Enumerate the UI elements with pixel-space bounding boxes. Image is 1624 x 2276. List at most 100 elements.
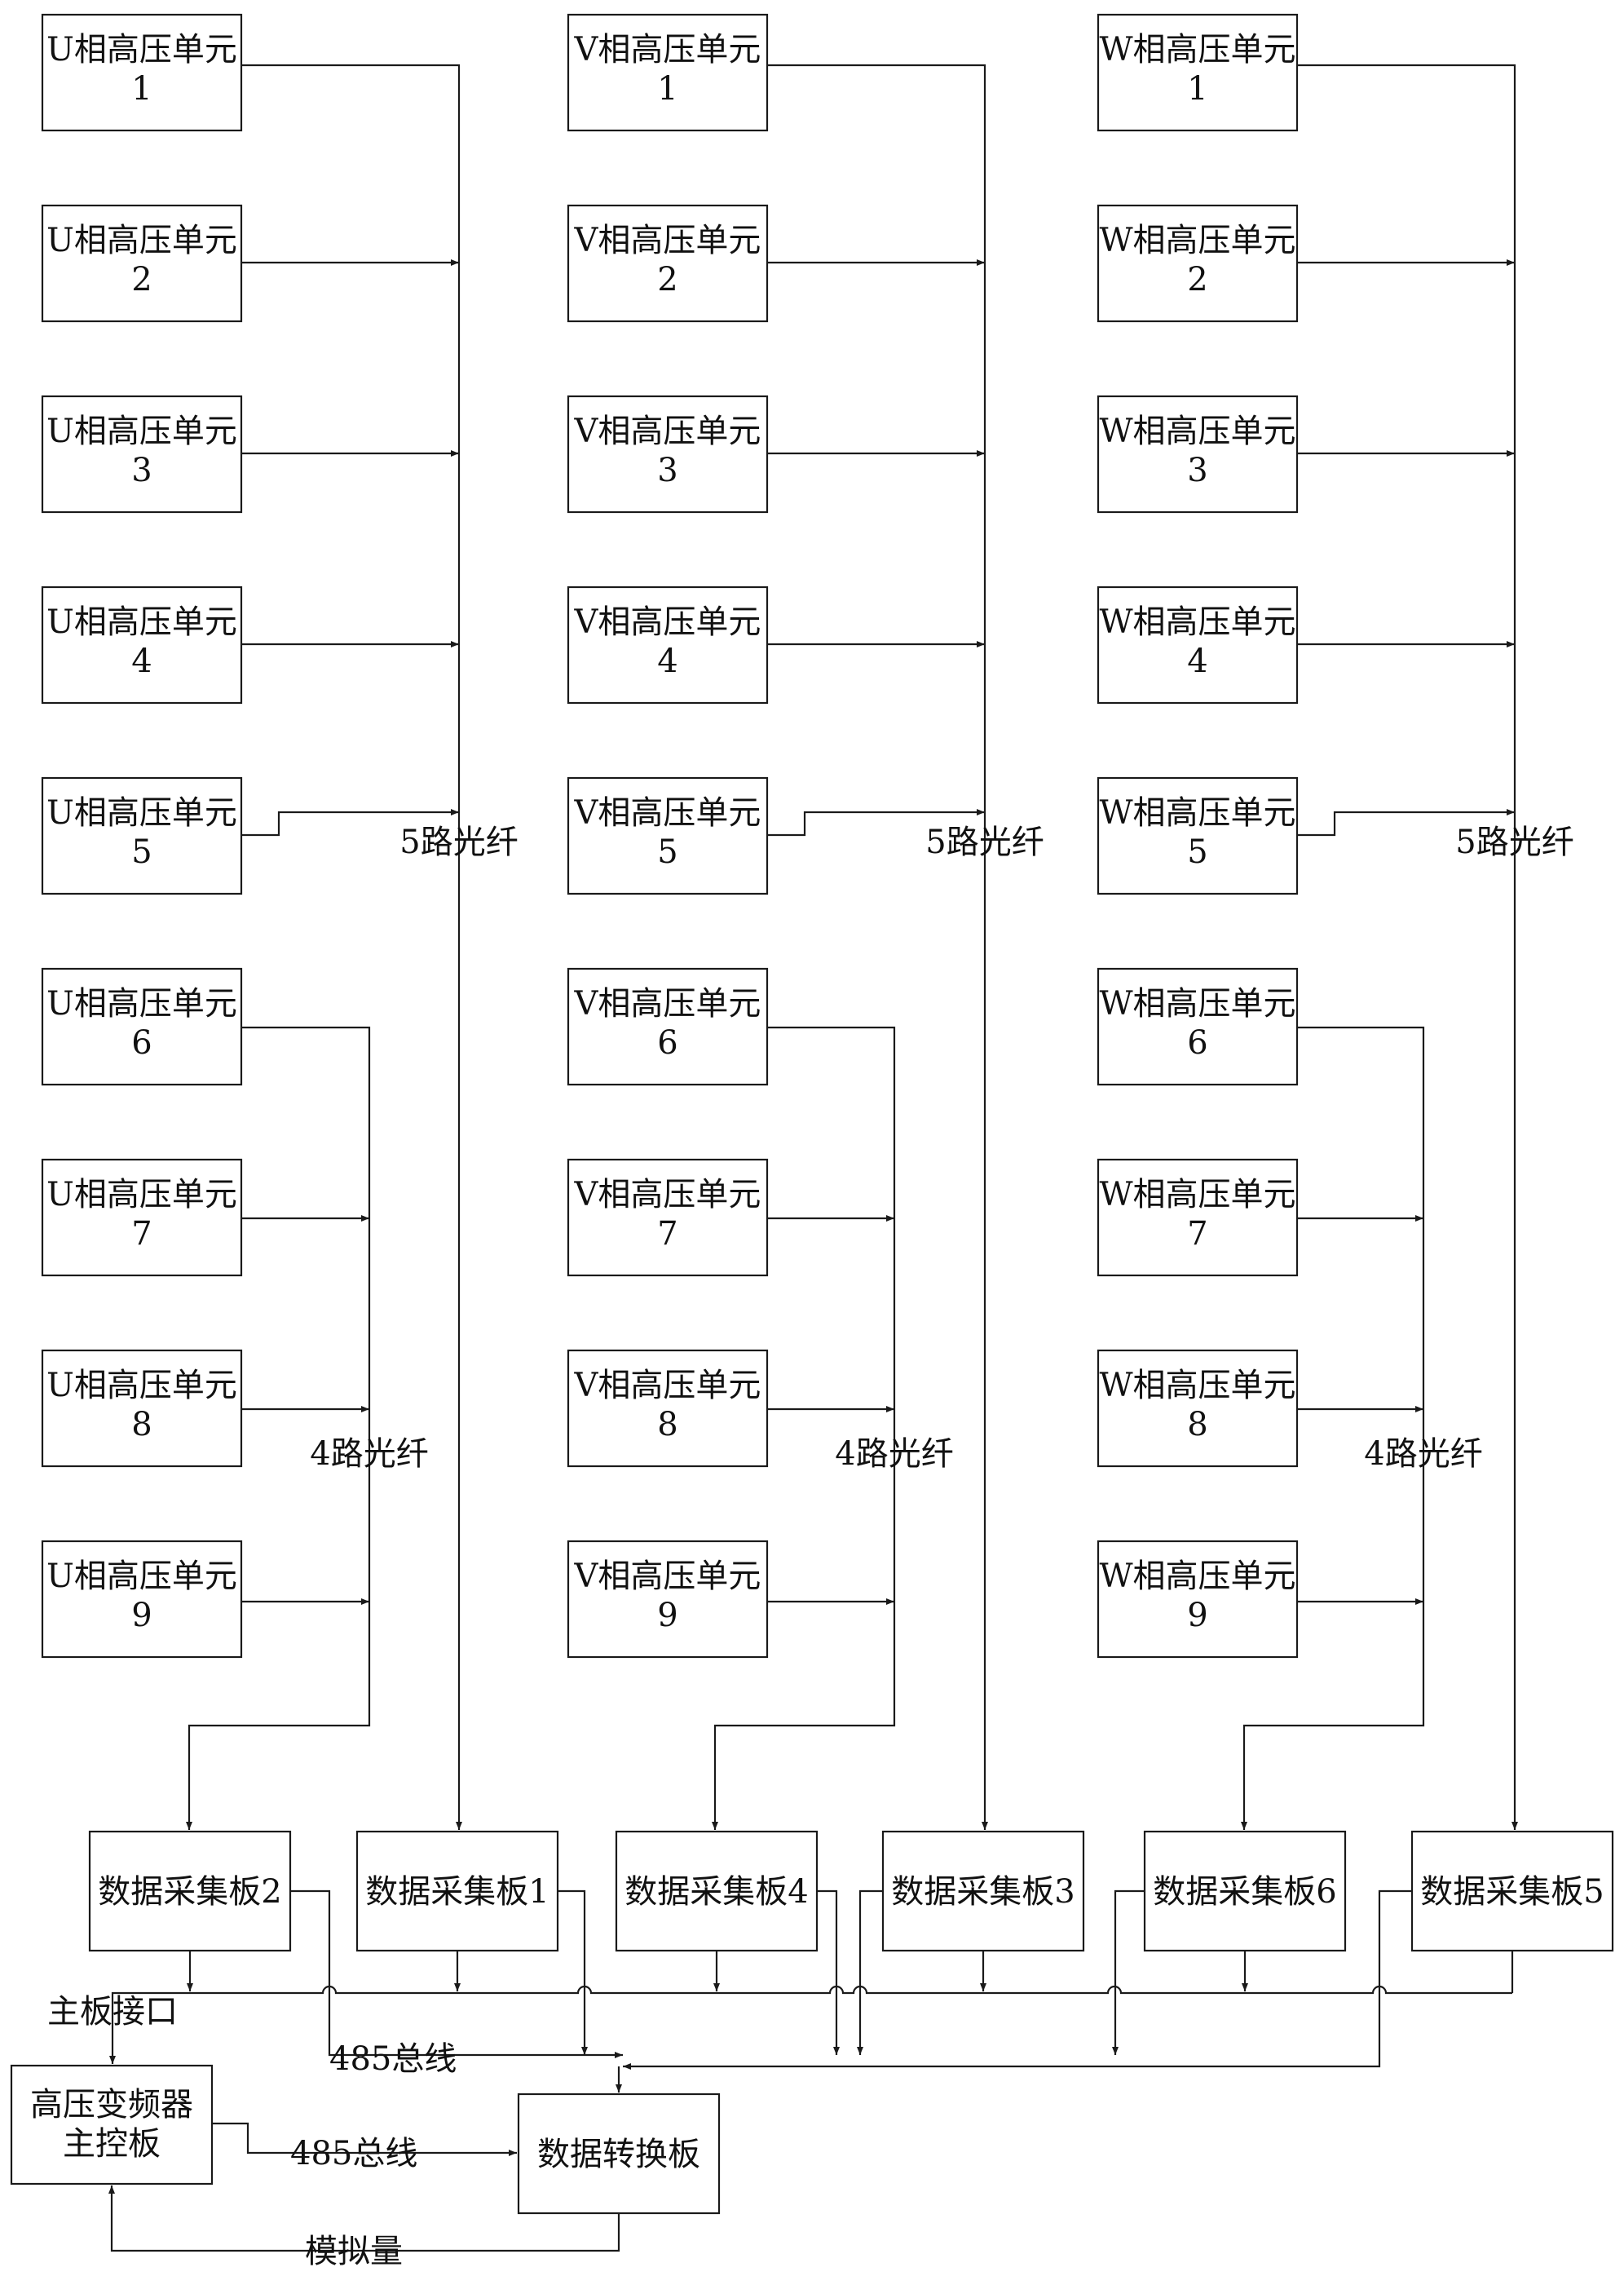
phase-w-unit-7: W相高压单元 7 bbox=[1097, 1158, 1299, 1277]
phase-w-unit-4-label-2: 4 bbox=[1187, 643, 1207, 680]
phase-w-fiber4-label: 4路光纤 bbox=[1364, 1435, 1482, 1473]
phase-v-unit-9: V相高压单元 9 bbox=[567, 1540, 769, 1659]
phase-w-unit-2-label-2: 2 bbox=[1187, 261, 1207, 298]
phase-w-unit-8: W相高压单元 8 bbox=[1097, 1349, 1299, 1468]
phase-u-unit-8-label-1: U相高压单元 bbox=[46, 1367, 237, 1404]
bus-485-label-bottom: 485总线 bbox=[290, 2135, 417, 2172]
phase-v-unit-9-label-2: 9 bbox=[657, 1597, 677, 1634]
phase-v-unit-5-label-1: V相高压单元 bbox=[574, 794, 761, 832]
main-control-label-1: 高压变频器 bbox=[30, 2086, 193, 2124]
mainboard-port-label: 主板接口 bbox=[47, 1993, 178, 2031]
phase-v-unit-7-label-1: V相高压单元 bbox=[574, 1176, 761, 1213]
converter-label: 数据转换板 bbox=[537, 2136, 700, 2173]
data-converter-board: 数据转换板 bbox=[517, 2093, 721, 2215]
phase-v-unit-6: V相高压单元 6 bbox=[567, 967, 769, 1086]
analog-feedback-link bbox=[108, 2185, 620, 2252]
board-4-label: 数据采集板4 bbox=[624, 1873, 808, 1911]
phase-u-unit-8: U相高压单元 8 bbox=[41, 1349, 243, 1468]
phase-u-fiber4-link-6 bbox=[186, 1026, 371, 1830]
phase-v-unit-2-label-1: V相高压单元 bbox=[574, 222, 761, 259]
phase-v-fiber4-label: 4路光纤 bbox=[835, 1435, 953, 1473]
phase-u-fiber4-label: 4路光纤 bbox=[310, 1435, 428, 1473]
phase-u-unit-2: U相高压单元 2 bbox=[41, 204, 243, 323]
board-5: 数据采集板5 bbox=[1410, 1830, 1614, 1952]
board-1-485-link bbox=[558, 1889, 588, 2055]
phase-u-unit-6-label-2: 6 bbox=[131, 1024, 152, 1062]
phase-w-unit-3-label-1: W相高压单元 bbox=[1099, 413, 1295, 450]
phase-u-unit-4: U相高压单元 4 bbox=[41, 586, 243, 705]
phase-w-fiber4-link-6 bbox=[1241, 1026, 1425, 1830]
phase-v-unit-8-label-2: 8 bbox=[657, 1406, 677, 1443]
phase-v-fiber4-link-6 bbox=[712, 1026, 896, 1830]
phase-v-unit-6-label-2: 6 bbox=[657, 1024, 677, 1062]
phase-w-unit-3-label-2: 3 bbox=[1187, 452, 1207, 489]
phase-w-unit-8-label-1: W相高压单元 bbox=[1099, 1367, 1295, 1404]
phase-w-unit-9-label-2: 9 bbox=[1187, 1597, 1207, 1634]
phase-w-unit-1-label-1: W相高压单元 bbox=[1099, 31, 1295, 69]
phase-v-unit-8-label-1: V相高压单元 bbox=[574, 1367, 761, 1404]
phase-u-unit-2-label-2: 2 bbox=[131, 261, 152, 298]
phase-u-unit-7-label-1: U相高压单元 bbox=[46, 1176, 237, 1213]
phase-u-unit-5-label-2: 5 bbox=[131, 833, 152, 871]
phase-v-fiber5-link-1 bbox=[767, 64, 988, 1830]
phase-v-unit-3-label-1: V相高压单元 bbox=[574, 413, 761, 450]
phase-u-unit-3-label-1: U相高压单元 bbox=[46, 413, 237, 450]
phase-u-unit-1-label-1: U相高压单元 bbox=[46, 31, 237, 69]
phase-u-unit-3-label-2: 3 bbox=[131, 452, 152, 489]
phase-w-unit-1: W相高压单元 1 bbox=[1097, 13, 1299, 132]
board-2-485-link bbox=[290, 1889, 623, 2058]
board-3-label: 数据采集板3 bbox=[891, 1873, 1075, 1911]
phase-w-unit-2-label-1: W相高压单元 bbox=[1099, 222, 1295, 259]
phase-v-unit-4-label-1: V相高压单元 bbox=[574, 603, 761, 641]
board-6: 数据采集板6 bbox=[1143, 1830, 1347, 1952]
phase-w-unit-5-label-1: W相高压单元 bbox=[1099, 794, 1295, 832]
phase-u-unit-7: U相高压单元 7 bbox=[41, 1158, 243, 1277]
phase-w-unit-4: W相高压单元 4 bbox=[1097, 586, 1299, 705]
phase-u-fiber5-label: 5路光纤 bbox=[399, 824, 518, 861]
phase-u-unit-7-label-2: 7 bbox=[131, 1215, 152, 1253]
phase-u-unit-1-label-2: 1 bbox=[131, 70, 152, 108]
board-6-label: 数据采集板6 bbox=[1153, 1873, 1336, 1911]
mainboard-interface-bus bbox=[109, 1985, 1512, 2064]
phase-v-unit-7-label-2: 7 bbox=[657, 1215, 677, 1253]
board-5-label: 数据采集板5 bbox=[1420, 1873, 1604, 1911]
phase-v-unit-1: V相高压单元 1 bbox=[567, 13, 769, 132]
phase-u-unit-6-label-1: U相高压单元 bbox=[46, 985, 237, 1023]
phase-w-unit-9-label-1: W相高压单元 bbox=[1099, 1558, 1295, 1595]
phase-w-unit-6-label-2: 6 bbox=[1187, 1024, 1207, 1062]
phase-v-unit-1-label-2: 1 bbox=[657, 70, 677, 108]
phase-v-group: V相高压单元 1 V相高压单元 2 V相高压单元 3 V相高压单元 4 V相高压… bbox=[567, 13, 1044, 1830]
phase-v-unit-2-label-2: 2 bbox=[657, 261, 677, 298]
main-control-board: 高压变频器 主控板 bbox=[10, 2064, 214, 2185]
phase-v-unit-3: V相高压单元 3 bbox=[567, 395, 769, 514]
main-control-label-2: 主控板 bbox=[63, 2125, 161, 2163]
phase-v-unit-9-label-1: V相高压单元 bbox=[574, 1558, 761, 1595]
phase-w-fiber5-label: 5路光纤 bbox=[1455, 824, 1573, 861]
phase-w-unit-7-label-1: W相高压单元 bbox=[1099, 1176, 1295, 1213]
phase-w-unit-3: W相高压单元 3 bbox=[1097, 395, 1299, 514]
phase-v-unit-7: V相高压单元 7 bbox=[567, 1158, 769, 1277]
board-2-label: 数据采集板2 bbox=[98, 1873, 281, 1911]
phase-u-unit-5: U相高压单元 5 bbox=[41, 776, 243, 895]
phase-u-unit-9: U相高压单元 9 bbox=[41, 1540, 243, 1659]
board-1: 数据采集板1 bbox=[355, 1830, 559, 1952]
phase-u-unit-4-label-2: 4 bbox=[131, 643, 152, 680]
analog-label: 模拟量 bbox=[305, 2233, 403, 2270]
phase-w-fiber5-link-1 bbox=[1297, 64, 1518, 1830]
phase-u-unit-8-label-2: 8 bbox=[131, 1406, 152, 1443]
phase-u-unit-9-label-2: 9 bbox=[131, 1597, 152, 1634]
phase-v-unit-4: V相高压单元 4 bbox=[567, 586, 769, 705]
bus-485-label-top: 485总线 bbox=[329, 2040, 457, 2078]
board-1-label: 数据采集板1 bbox=[365, 1873, 549, 1911]
phase-w-unit-6-label-1: W相高压单元 bbox=[1099, 985, 1295, 1023]
board-2: 数据采集板2 bbox=[88, 1830, 292, 1952]
phase-u-unit-1: U相高压单元 1 bbox=[41, 13, 243, 132]
phase-w-unit-6: W相高压单元 6 bbox=[1097, 967, 1299, 1086]
phase-v-fiber5-label: 5路光纤 bbox=[925, 824, 1044, 861]
phase-u-unit-4-label-1: U相高压单元 bbox=[46, 603, 237, 641]
phase-w-unit-2: W相高压单元 2 bbox=[1097, 204, 1299, 323]
phase-v-unit-1-label-1: V相高压单元 bbox=[574, 31, 761, 69]
board-5-485-link bbox=[623, 1889, 1412, 2070]
phase-v-unit-5: V相高压单元 5 bbox=[567, 776, 769, 895]
